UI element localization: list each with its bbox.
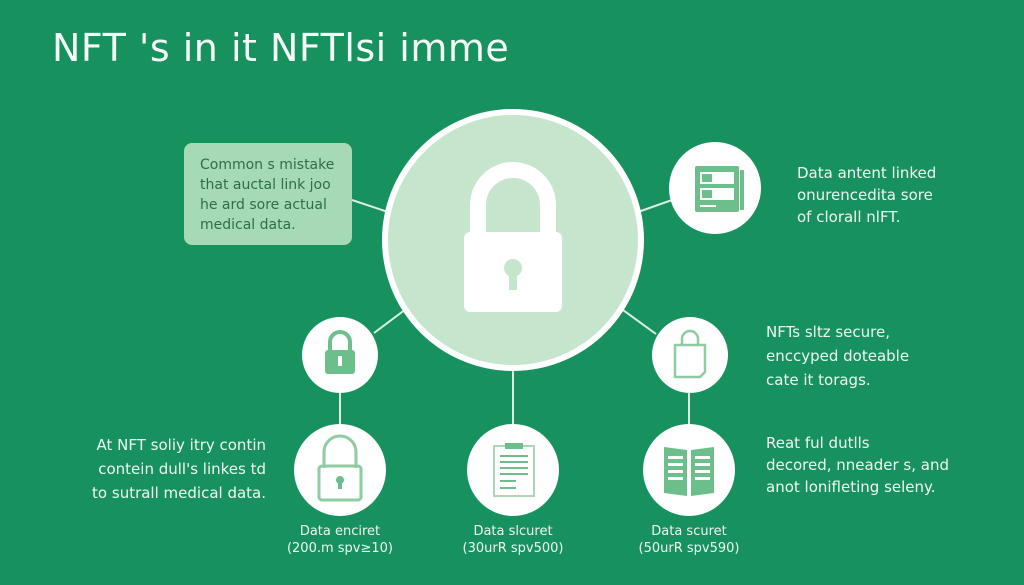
padlock-icon — [317, 434, 363, 502]
callout-box: Common s mistake that auctal link joo he… — [184, 143, 352, 245]
node-label: Data scuret — [651, 524, 727, 539]
text-line: anot lonifleting seleny. — [766, 478, 936, 496]
text-line: NFTs sltz secure, — [766, 323, 890, 341]
small-lock-node — [302, 317, 378, 393]
bottom-node-document — [467, 424, 559, 516]
padlock-icon — [464, 162, 562, 312]
node-caption: Data scuret (50urR spv590) — [609, 523, 769, 557]
node-caption: Data enciret (200.m spv≥10) — [260, 523, 420, 557]
document-node — [669, 142, 761, 234]
text-line: to sutrall medical data. — [92, 484, 266, 502]
bottom-node-book — [643, 424, 735, 516]
bottom-left-text: At NFT soliy itry contin contein dull's … — [76, 433, 266, 505]
central-lock-node — [382, 109, 644, 371]
text-line: enccyped doteable — [766, 347, 910, 365]
callout-line: he ard sore actual — [200, 197, 327, 213]
node-sublabel: (200.m spv≥10) — [286, 541, 394, 556]
small-bag-node — [652, 317, 728, 393]
page-title: NFT 's in it NFTlsi imme — [52, 26, 510, 70]
bottom-node-lock — [294, 424, 386, 516]
document-icon — [493, 443, 535, 497]
node-caption: Data slcuret (30urR spv500) — [433, 523, 593, 557]
callout-line: Common s mistake — [200, 157, 335, 173]
open-book-icon — [664, 447, 714, 496]
text-line: cate it torags. — [766, 371, 871, 389]
padlock-icon — [325, 330, 355, 374]
node-sublabel: (50urR spv590) — [638, 541, 740, 556]
callout-line: medical data. — [200, 217, 296, 233]
newspaper-icon — [695, 166, 744, 212]
text-line: contein dull's linkes td — [98, 460, 266, 478]
text-line: Data antent linked — [797, 164, 937, 182]
shopping-bag-icon — [673, 329, 707, 379]
node-label: Data enciret — [299, 524, 381, 539]
node-sublabel: (30urR spv500) — [462, 541, 564, 556]
text-line: of clorall nlFT. — [797, 208, 901, 226]
text-line: Reat ful dutlls — [766, 434, 870, 452]
top-right-text: Data antent linked onurencedita sore of … — [797, 162, 936, 228]
callout-line: that auctal link joo — [200, 177, 331, 193]
text-line: decored, nneader s, and — [766, 456, 949, 474]
text-line: At NFT soliy itry contin — [96, 436, 266, 454]
middle-right-text: NFTs sltz secure, enccyped doteable cate… — [766, 320, 909, 392]
bottom-right-text: Reat ful dutlls decored, nneader s, and … — [766, 432, 949, 498]
node-label: Data slcuret — [473, 524, 553, 539]
text-line: onurencedita sore — [797, 186, 933, 204]
